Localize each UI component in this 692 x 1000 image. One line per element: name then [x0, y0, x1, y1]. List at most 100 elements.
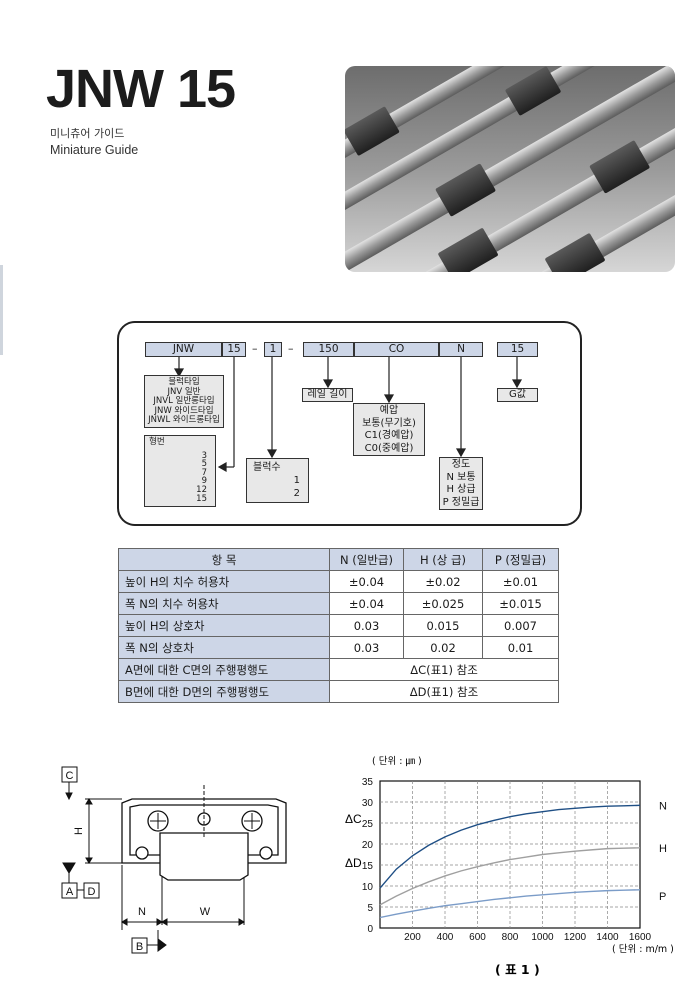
chart-series-label-p: P: [659, 891, 666, 903]
code-cell-preload: CO: [354, 342, 439, 357]
chart-x-tick-label: 1400: [596, 932, 619, 943]
table-cell: ±0.04: [329, 570, 404, 593]
chart-x-tick-label: 600: [469, 932, 486, 943]
table-cell-merged: ΔD(표1) 참조: [329, 680, 559, 703]
table-cell: 0.03: [329, 614, 404, 637]
chart-y-tick-label: 5: [367, 903, 373, 914]
code-cell-size: 15: [222, 342, 246, 357]
product-photo: [345, 66, 675, 272]
block-count-value: 1: [293, 475, 300, 486]
chart-x-tick-label: 800: [502, 932, 519, 943]
code-cell-series: JNW: [145, 342, 222, 357]
table-cell: 0.03: [329, 636, 404, 659]
dim-label-d: D: [88, 886, 96, 898]
table-cell-item: 높이 H의 치수 허용차: [118, 570, 330, 593]
g-value-label: G값: [497, 388, 538, 402]
table-row: 폭 N의 치수 허용차 ±0.04 ±0.025 ±0.015: [118, 592, 559, 615]
chart-y-tick-label: 20: [362, 840, 374, 851]
chart-ylabel-dd: ΔD: [345, 856, 362, 870]
table-row: A면에 대한 C면의 주행평행도 ΔC(표1) 참조: [118, 658, 559, 681]
code-cell-block-count: 1: [264, 342, 282, 357]
chart-series-line-p: [379, 889, 641, 919]
subtitle-korean: 미니츄어 가이드: [50, 127, 125, 140]
cross-section-drawing: C A D B H N W: [61, 766, 287, 954]
chart-caption: ( 표 1 ): [495, 962, 540, 977]
table-header-cell: P (정밀급): [482, 548, 559, 571]
table-cell: ±0.02: [403, 570, 483, 593]
subtitle-english: Miniature Guide: [50, 143, 139, 157]
dim-label-a: A: [66, 886, 74, 898]
chart-series-line-n: [379, 804, 641, 889]
accuracy-line: P 정밀급: [442, 496, 480, 508]
page-edge-mark: [0, 265, 3, 355]
chart-y-tick-label: 35: [362, 777, 374, 788]
tolerance-table: 항 목 N (일반급) H (상 급) P (정밀급) 높이 H의 치수 허용차…: [118, 548, 559, 703]
model-size-value: 7: [201, 467, 207, 478]
table-header-cell: H (상 급): [403, 548, 483, 571]
table-cell-merged: ΔC(표1) 참조: [329, 658, 559, 681]
table-cell: ±0.01: [482, 570, 559, 593]
table-cell-item: 높이 H의 상호차: [118, 614, 330, 637]
dim-label-w: W: [200, 906, 211, 918]
chart-ylabel-dc: ΔC: [345, 812, 362, 826]
table-cell: 0.01: [482, 636, 559, 659]
chart-x-tick-label: 1200: [564, 932, 587, 943]
chart-y-tick-label: 0: [367, 924, 373, 935]
preload-line: C1(경예압): [364, 430, 414, 441]
chart-x-tick-label: 1600: [629, 932, 652, 943]
parallelism-chart: ( 단위 : ㎛ ) ΔC ΔD ( 단위 : m/m ) ( 표 1 ) 0 5…: [345, 755, 674, 977]
table-header-cell: 항 목: [118, 548, 330, 571]
chart-unit-bottom: ( 단위 : m/m ): [612, 943, 674, 955]
chart-y-tick-label: 10: [362, 882, 374, 893]
code-cell-rail-length: 150: [303, 342, 354, 357]
block-type-line: JNW 와이드타입: [154, 405, 214, 416]
model-size-value: 12: [196, 484, 207, 495]
model-size-legend: 형번 3 5 7 9 12 15: [144, 435, 216, 507]
table-row: 폭 N의 상호차 0.03 0.02 0.01: [118, 636, 559, 659]
table-header-cell: N (일반급): [329, 548, 404, 571]
block-type-line: 블럭타입: [168, 377, 200, 387]
chart-x-tick-label: 400: [437, 932, 454, 943]
model-size-value: 15: [196, 493, 207, 504]
table-cell-item: A면에 대한 C면의 주행평행도: [118, 658, 330, 681]
chart-series-label-h: H: [659, 843, 667, 855]
code-separator: –: [252, 342, 258, 355]
accuracy-line: 정도: [451, 459, 471, 470]
dim-label-n: N: [138, 906, 146, 918]
table-row: 높이 H의 치수 허용차 ±0.04 ±0.02 ±0.01: [118, 570, 559, 593]
model-size-value: 9: [201, 476, 207, 487]
table-cell-item: 폭 N의 상호차: [118, 636, 330, 659]
dim-label-c: C: [66, 770, 74, 782]
chart-y-tick-label: 30: [362, 798, 374, 809]
chart-series-line-h: [379, 847, 641, 906]
preload-line: 보통(무기호): [362, 417, 416, 429]
code-cell-accuracy: N: [439, 342, 483, 357]
chart-y-tick-label: 25: [362, 819, 374, 830]
block-count-value: 2: [293, 488, 300, 499]
model-size-heading: 형번: [149, 437, 165, 447]
chart-unit-top: ( 단위 : ㎛ ): [372, 755, 422, 767]
table-header-row: 항 목 N (일반급) H (상 급) P (정밀급): [118, 548, 559, 571]
chart-x-tick-label: 1000: [531, 932, 554, 943]
table-cell: ±0.04: [329, 592, 404, 615]
page-title: JNW 15: [46, 59, 236, 119]
table-row: B면에 대한 D면의 주행평행도 ΔD(표1) 참조: [118, 680, 559, 703]
chart-y-tick-label: 15: [362, 861, 374, 872]
table-cell-item: B면에 대한 D면의 주행평행도: [118, 680, 330, 703]
chart-x-tick-label: 200: [404, 932, 421, 943]
preload-legend: 예압 보통(무기호) C1(경예압) C0(중예압): [353, 403, 425, 456]
block-type-legend: 블럭타입 JNV 일반 JNVL 일반롱타입 JNW 와이드타입 JNWL 와이…: [144, 375, 224, 428]
model-size-value: 3: [201, 450, 207, 461]
accuracy-line: N 보통: [446, 471, 476, 483]
model-size-value: 5: [201, 459, 207, 470]
table-cell-item: 폭 N의 치수 허용차: [118, 592, 330, 615]
dim-label-h: H: [73, 827, 85, 835]
block-type-line: JNVL 일반롱타입: [153, 396, 215, 406]
table-row: 높이 H의 상호차 0.03 0.015 0.007: [118, 614, 559, 637]
code-cell-g-value: 15: [497, 342, 538, 357]
table-cell: 0.015: [403, 614, 483, 637]
table-cell: ±0.015: [482, 592, 559, 615]
dim-label-b: B: [136, 941, 143, 953]
preload-line: C0(중예압): [364, 442, 414, 454]
